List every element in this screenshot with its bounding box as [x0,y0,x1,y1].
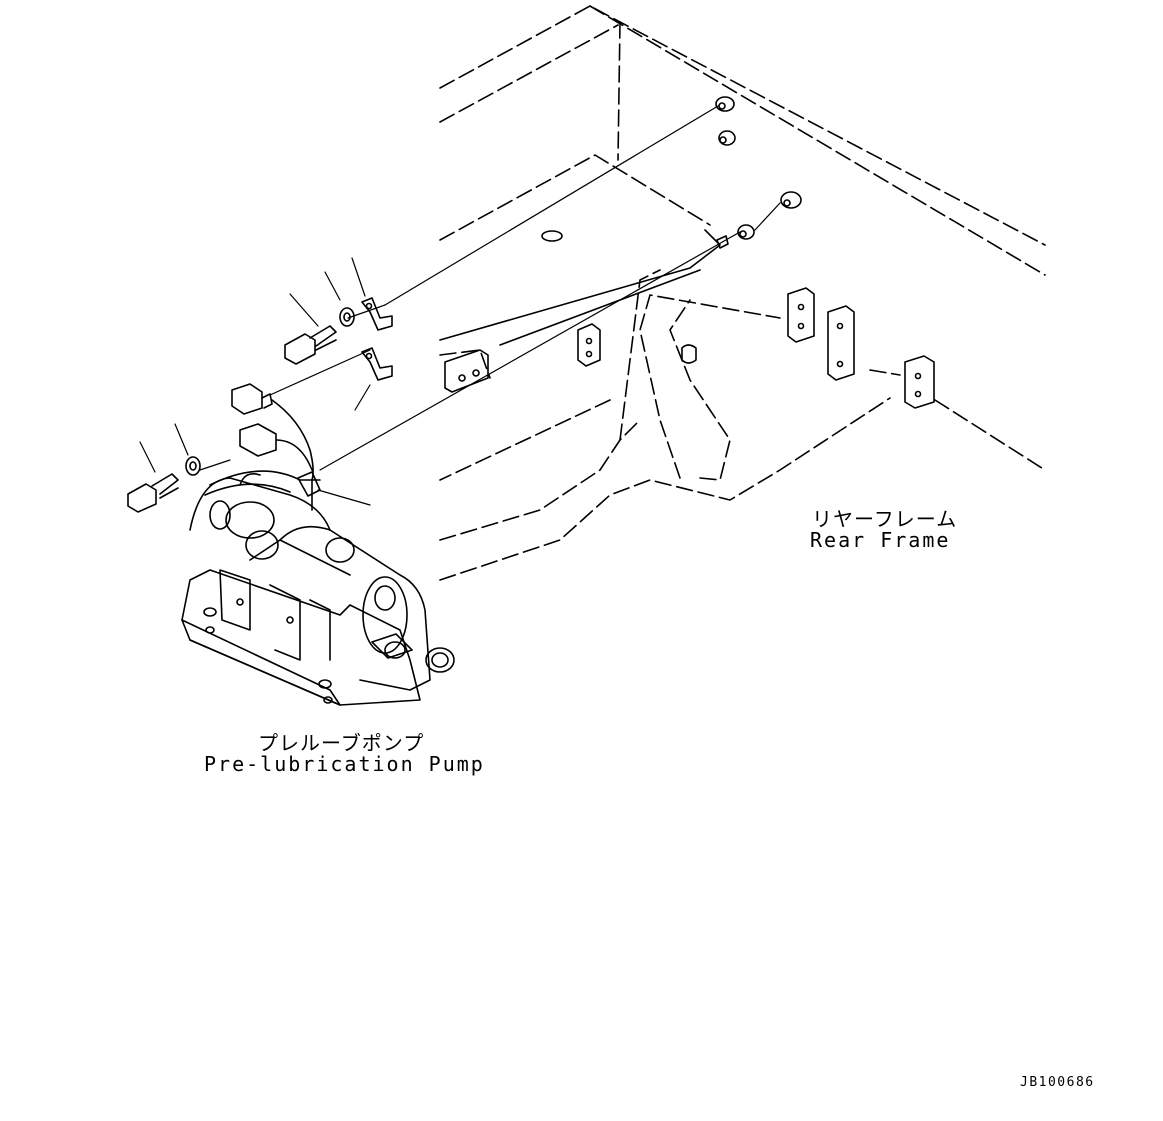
leader-lines [139,105,781,506]
frame-beam [439,229,721,346]
pump-label-jp: プレルーブポンプ [258,731,425,755]
washer-upper [339,307,355,327]
clip-upper [361,297,393,381]
rear-frame [439,5,1046,581]
pump-label-en: Pre-lubrication Pump [204,752,485,776]
connectors [231,383,321,511]
rear-frame-label-jp: リヤーフレーム [812,507,958,531]
rear-frame-label-en: Rear Frame [810,528,951,552]
frame-blocks [444,287,935,409]
bolt-lower [127,473,179,513]
washer-lower [185,456,201,476]
spacers [715,96,802,249]
bolt-upper [284,325,337,365]
pre-lubrication-pump [181,470,455,706]
drawing-code: JB100686 [1020,1075,1095,1090]
